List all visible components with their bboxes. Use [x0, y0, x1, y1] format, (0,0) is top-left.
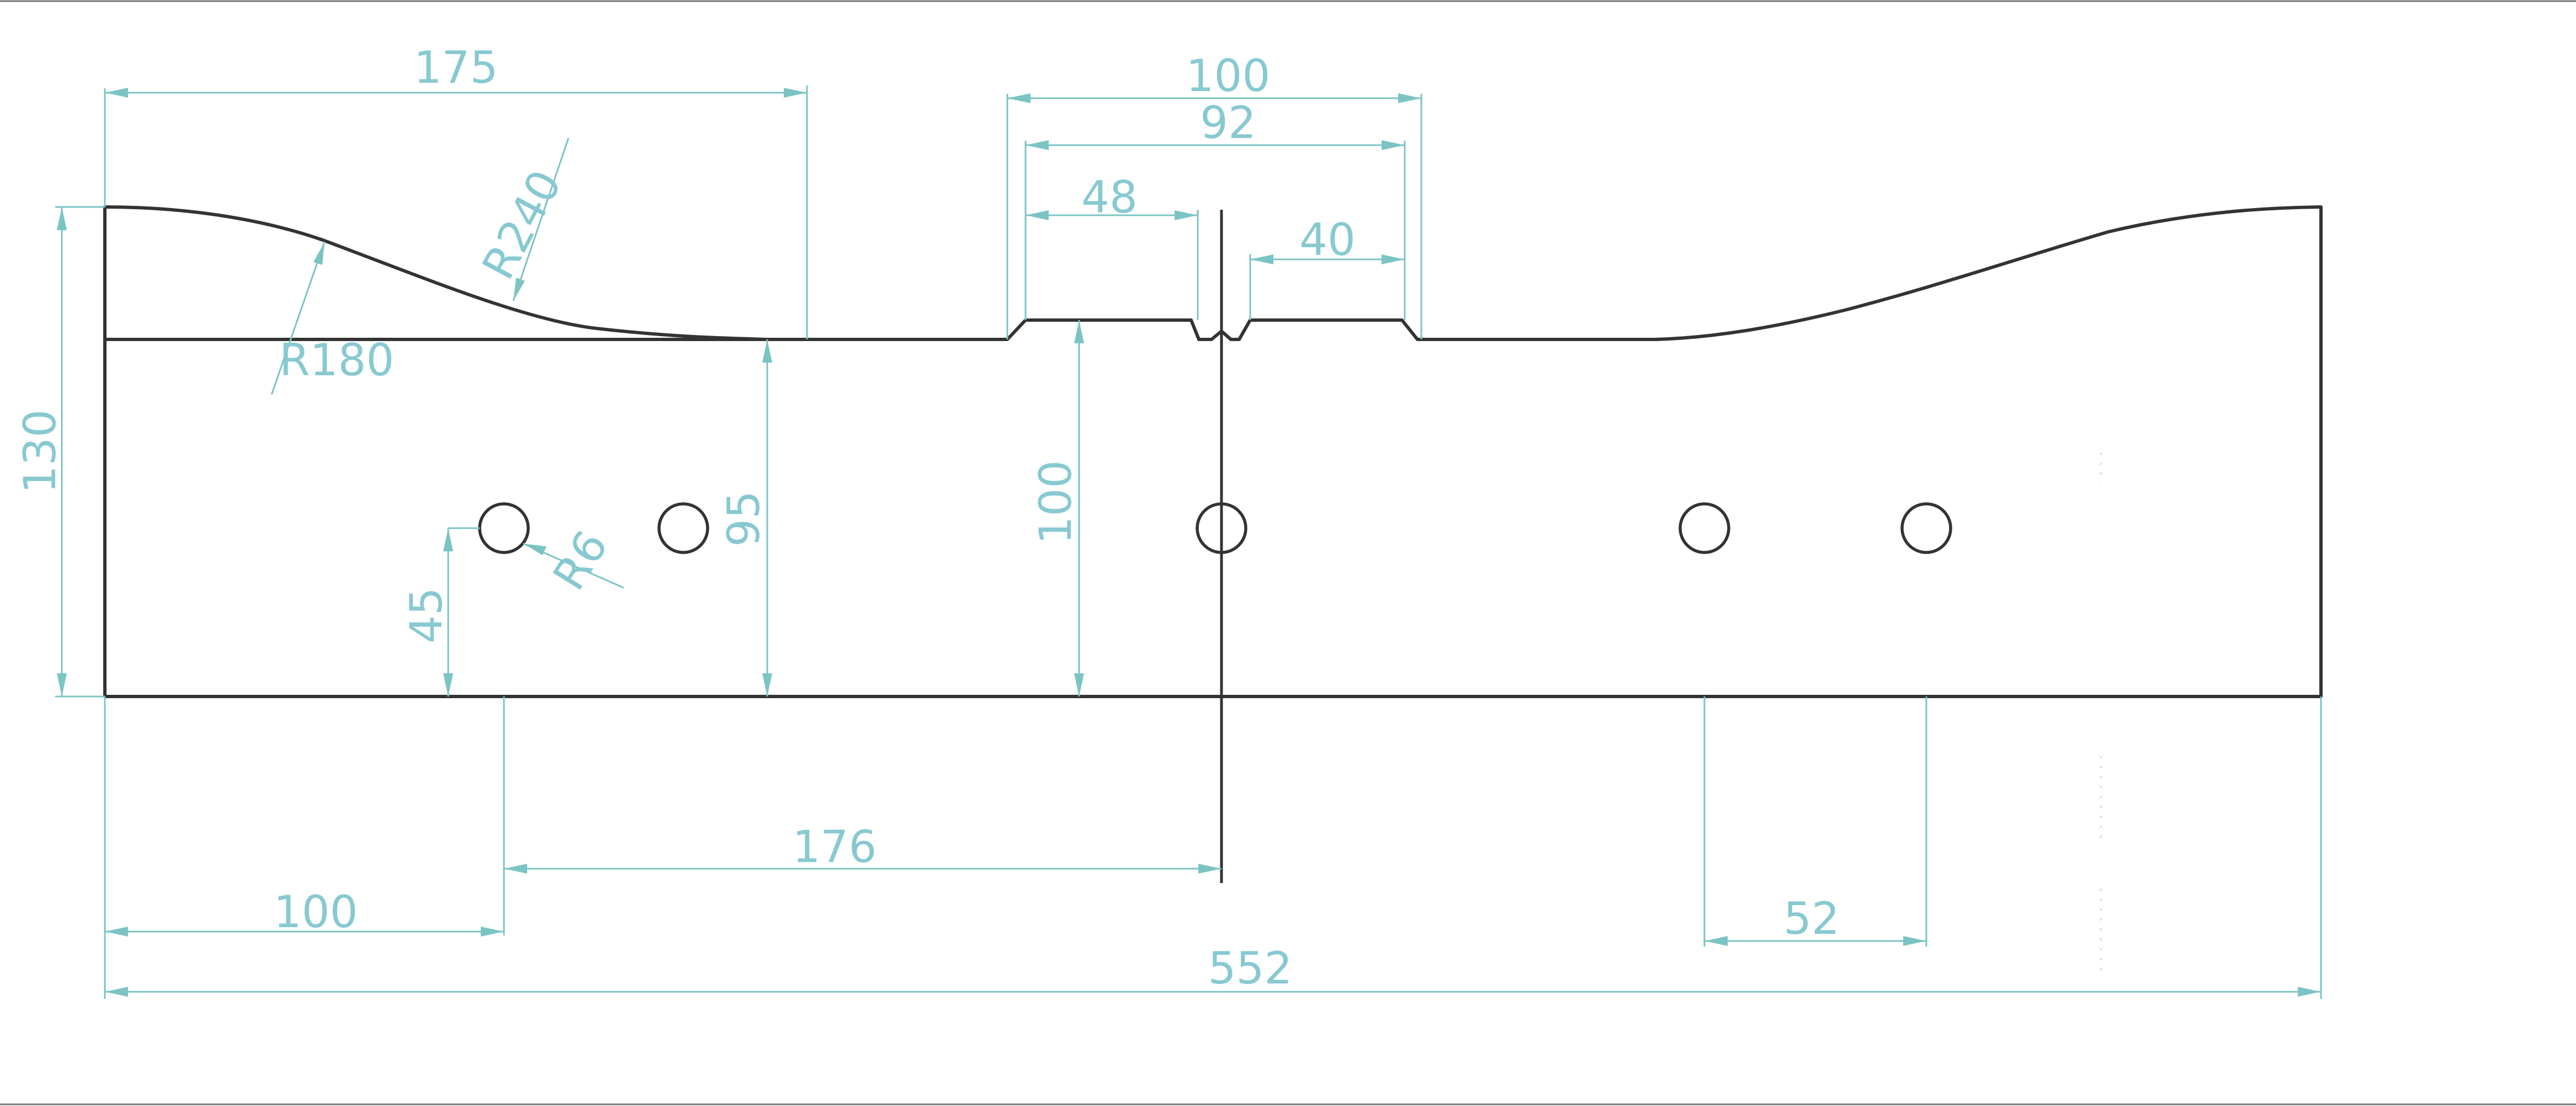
- dimensions: 175 R240 R180 130: [14, 42, 2322, 999]
- hole-1: [478, 502, 530, 554]
- hole-3: [1196, 502, 1247, 554]
- dim-label-552: 552: [1208, 943, 1293, 994]
- dim-label-r240: R240: [472, 162, 572, 288]
- dim-label-48: 48: [1081, 172, 1138, 223]
- dim-label-40: 40: [1299, 214, 1356, 265]
- hole-5: [1900, 502, 1952, 554]
- dim-label-r6: R6: [543, 522, 618, 599]
- dim-notch-right-step: 40: [1249, 214, 1405, 320]
- part-outline: [103, 205, 2323, 883]
- dim-label-175: 175: [414, 42, 498, 93]
- dim-notch-height: 100: [1030, 320, 1084, 696]
- dim-hole-to-centerline: 176: [503, 696, 1221, 935]
- dim-label-100-left: 100: [274, 886, 358, 938]
- dim-label-176: 176: [793, 821, 877, 873]
- dim-label-95: 95: [718, 491, 769, 547]
- dim-label-45: 45: [401, 587, 452, 644]
- part-profile: [103, 205, 2323, 698]
- dim-first-hole-from-left: 100: [104, 696, 504, 999]
- dim-notch-left-step: 48: [1026, 172, 1199, 320]
- dim-radius-r240: R240: [472, 137, 572, 301]
- dim-left-curve-span: 175: [104, 42, 808, 339]
- dim-hole-radius: R6: [523, 522, 624, 599]
- hole-2: [657, 502, 709, 554]
- dim-radius-r180: R180: [270, 241, 394, 395]
- dim-first-hole-height: 45: [401, 527, 480, 696]
- dim-right-hole-spacing: 52: [1703, 696, 1927, 947]
- dim-label-92: 92: [1200, 97, 1256, 148]
- dim-label-130: 130: [14, 410, 66, 494]
- dim-label-r180: R180: [279, 334, 394, 386]
- dim-overall-length: 552: [105, 696, 2322, 999]
- dim-notch-outer-width: 100: [1006, 50, 1422, 339]
- dim-body-height: 95: [718, 339, 772, 696]
- dim-label-100-height: 100: [1030, 460, 1081, 545]
- dim-label-100-notch: 100: [1186, 50, 1271, 102]
- hole-4: [1679, 502, 1730, 554]
- dim-notch-inner-width: 92: [1024, 97, 1406, 320]
- dim-overall-height: 130: [14, 206, 105, 698]
- dim-label-52: 52: [1783, 893, 1840, 944]
